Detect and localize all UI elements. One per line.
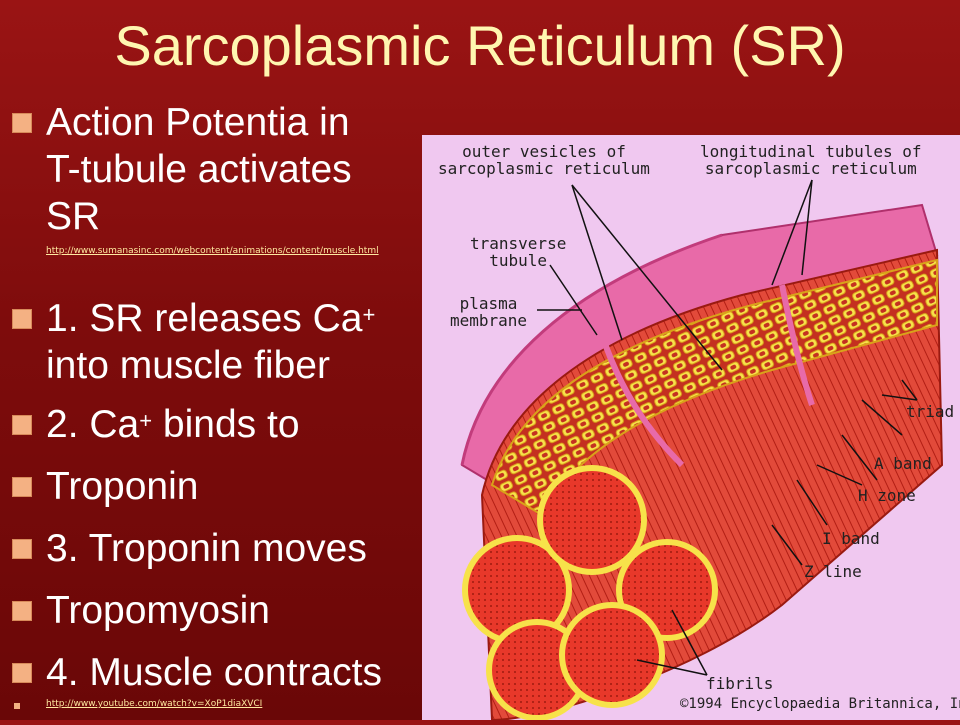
bullet-marker — [12, 601, 32, 621]
bullet-marker — [12, 415, 32, 435]
bullet-text: Action Potentia in — [46, 101, 350, 144]
label-h-zone: H zone — [858, 486, 916, 505]
bullet-text: T-tubule activates — [46, 148, 352, 191]
label-z-line: Z line — [804, 562, 862, 581]
label-a-band: A band — [874, 454, 932, 473]
muscle-fiber-diagram: outer vesicles of sarcoplasmic reticulum… — [422, 135, 960, 722]
bullet-text: Tropomyosin — [46, 589, 270, 632]
bullet-text: 2. Ca+ binds to — [46, 403, 300, 446]
bullet-marker — [12, 309, 32, 329]
label-outer-vesicles: outer vesicles of sarcoplasmic reticulum — [438, 142, 650, 178]
bullet-text: SR — [46, 195, 101, 238]
label-plasma-membrane: plasma membrane — [450, 294, 528, 330]
youtube-link[interactable]: http://www.youtube.com/watch?v=XoP1diaXV… — [46, 699, 263, 709]
footer-bullet-marker — [14, 703, 20, 709]
bullet-text: Troponin — [46, 465, 199, 508]
bullet-text: 1. SR releases Ca+ — [46, 297, 376, 340]
sumanas-link[interactable]: http://www.sumanasinc.com/webcontent/ani… — [46, 246, 379, 256]
muscle-fiber-illustration — [460, 179, 944, 722]
bullet-marker — [12, 477, 32, 497]
figure-copyright: ©1994 Encyclopaedia Britannica, Inc. — [680, 696, 960, 712]
bullet-text: 4. Muscle contracts — [46, 651, 382, 694]
bullet-text: into muscle fiber — [46, 344, 330, 387]
bullet-marker — [12, 113, 32, 133]
bullet-marker — [12, 539, 32, 559]
label-longitudinal-tubules: longitudinal tubules of sarcoplasmic ret… — [700, 142, 922, 178]
bullet-marker — [12, 663, 32, 683]
bullet-text: 3. Troponin moves — [46, 527, 367, 570]
label-triad: triad — [906, 402, 955, 421]
slide-title: Sarcoplasmic Reticulum (SR) — [114, 14, 846, 77]
label-i-band: I band — [822, 529, 880, 548]
label-fibrils: fibrils — [706, 674, 774, 693]
label-transverse-tubule: transverse tubule — [470, 234, 567, 270]
